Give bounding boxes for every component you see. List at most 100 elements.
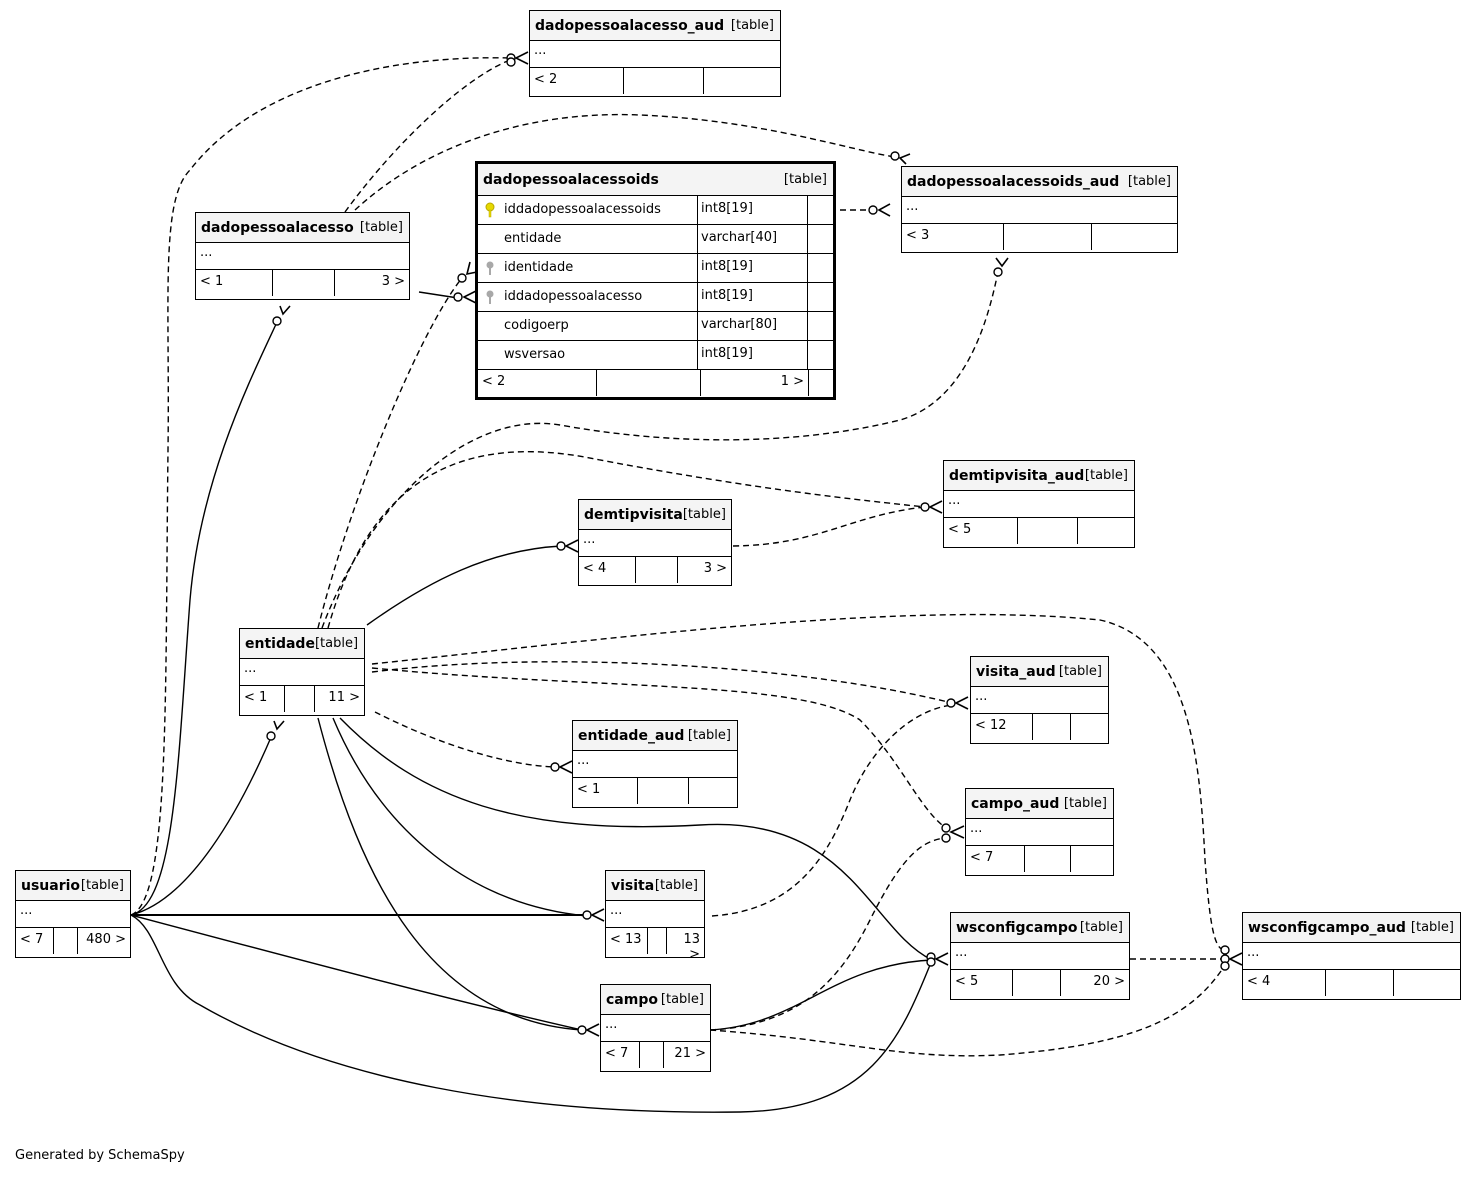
parents-count[interactable]: < 2 <box>482 374 506 389</box>
table-usuario[interactable]: usuario[table] ... < 7 480 > <box>15 870 131 958</box>
children-count[interactable]: 20 > <box>1060 970 1129 996</box>
table-header: visita[table] <box>606 871 704 901</box>
table-entidade[interactable]: entidade[table] ... < 1 11 > <box>239 628 365 716</box>
column-row[interactable]: entidade varchar[40] <box>478 225 833 254</box>
column-type: varchar[40] <box>698 225 808 253</box>
table-footer: < 2 1 > <box>478 370 809 396</box>
children-count[interactable] <box>1393 970 1460 996</box>
column-name: iddadopessoalacessoids <box>504 202 661 217</box>
column-row[interactable]: codigoerp varchar[80] <box>478 312 833 341</box>
parents-count[interactable]: < 2 <box>534 72 558 87</box>
table-campo[interactable]: campo[table] ... < 7 21 > <box>600 984 711 1072</box>
parents-count[interactable]: < 7 <box>970 850 994 865</box>
parents-count[interactable]: < 4 <box>583 561 607 576</box>
table-demtipvisita[interactable]: demtipvisita[table] ... < 4 3 > <box>578 499 732 586</box>
children-count[interactable]: 21 > <box>663 1042 710 1068</box>
table-campo_aud[interactable]: campo_aud[table] ... < 7 <box>965 788 1114 876</box>
column-row[interactable]: identidade int8[19] <box>478 254 833 283</box>
table-dadopessoalacesso_aud[interactable]: dadopessoalacesso_aud[table] ... < 2 <box>529 10 781 97</box>
edge-entidade-dadopessoalacessoids_aud <box>321 271 999 629</box>
parents-count[interactable]: < 7 <box>20 932 44 947</box>
table-visita[interactable]: visita[table] ... < 13 13 > <box>605 870 705 962</box>
table-tag: [table] <box>80 878 124 893</box>
table-name: entidade <box>245 635 315 652</box>
collapsed-columns: ... <box>196 243 409 270</box>
parents-count[interactable]: < 5 <box>955 974 979 989</box>
collapsed-columns: ... <box>1243 943 1460 970</box>
parents-count[interactable]: < 4 <box>1247 974 1271 989</box>
table-name: dadopessoalacessoids_aud <box>907 173 1120 190</box>
children-count[interactable] <box>688 778 737 804</box>
collapsed-columns: ... <box>951 943 1129 970</box>
edge-campo-wsconfigcampo_aud <box>709 964 1226 1057</box>
children-count[interactable] <box>1091 224 1177 250</box>
children-count[interactable]: 480 > <box>77 928 130 954</box>
foreign-key-icon <box>486 290 494 304</box>
table-name: demtipvisita_aud <box>949 467 1085 484</box>
children-count[interactable] <box>703 68 780 94</box>
edge-usuario-dadopessoalacesso_aud <box>130 57 511 916</box>
table-name: campo_aud <box>971 795 1060 812</box>
parents-count[interactable]: < 1 <box>244 690 268 705</box>
parents-count[interactable]: < 1 <box>577 782 601 797</box>
column-type: varchar[80] <box>698 312 808 340</box>
collapsed-columns: ... <box>16 901 130 928</box>
children-count[interactable]: 3 > <box>677 557 731 583</box>
parents-count[interactable]: < 1 <box>200 274 224 289</box>
parents-count[interactable]: < 13 <box>610 932 642 947</box>
parents-count[interactable]: < 5 <box>948 522 972 537</box>
children-count[interactable] <box>1070 714 1108 740</box>
table-header: dadopessoalacessoids_aud[table] <box>902 167 1177 197</box>
rows-count <box>1012 970 1060 996</box>
table-demtipvisita_aud[interactable]: demtipvisita_aud[table] ... < 5 <box>943 460 1135 548</box>
edge-usuario-campo <box>130 914 583 1031</box>
table-header: wsconfigcampo_aud[table] <box>1243 913 1460 943</box>
table-header: campo_aud[table] <box>966 789 1113 819</box>
table-tag: [table] <box>682 507 726 522</box>
children-count[interactable]: 1 > <box>700 370 808 396</box>
edge-demtipvisita-demtipvisita_aud <box>732 506 926 547</box>
column-name: wsversao <box>504 347 566 362</box>
column-name: identidade <box>504 260 574 275</box>
table-dadopessoalacesso[interactable]: dadopessoalacesso[table] ... < 1 3 > <box>195 212 410 300</box>
table-wsconfigcampo[interactable]: wsconfigcampo[table] ... < 5 20 > <box>950 912 1130 1000</box>
collapsed-columns: ... <box>240 659 364 686</box>
table-dadopessoalacessoids_aud[interactable]: dadopessoalacessoids_aud[table] ... < 3 <box>901 166 1178 253</box>
table-footer: < 13 13 > <box>606 928 704 962</box>
children-count[interactable] <box>1077 518 1134 544</box>
children-count[interactable]: 11 > <box>314 686 364 712</box>
children-count[interactable] <box>1070 846 1113 872</box>
table-header: dadopessoalacesso_aud [table] <box>530 11 780 41</box>
table-tag: [table] <box>730 18 774 33</box>
table-name: visita <box>611 877 655 894</box>
table-wsconfigcampo_aud[interactable]: wsconfigcampo_aud[table] ... < 4 <box>1242 912 1461 1000</box>
table-footer: < 12 <box>971 714 1108 740</box>
table-footer: < 5 20 > <box>951 970 1129 996</box>
collapsed-columns: ... <box>579 530 731 557</box>
table-tag: [table] <box>1063 796 1107 811</box>
table-footer: < 1 <box>573 778 737 804</box>
rows-count <box>1017 518 1077 544</box>
table-name: dadopessoalacesso_aud <box>535 17 725 34</box>
collapsed-columns: ... <box>966 819 1113 846</box>
parents-count[interactable]: < 7 <box>605 1046 629 1061</box>
column-row[interactable]: wsversao int8[19] <box>478 341 833 370</box>
table-tag: [table] <box>654 878 698 893</box>
parents-count[interactable]: < 12 <box>975 718 1007 733</box>
children-count[interactable]: 3 > <box>334 270 409 296</box>
table-entidade_aud[interactable]: entidade_aud[table] ... < 1 <box>572 720 738 808</box>
edge-entidade-visita_aud <box>371 661 953 704</box>
table-name: demtipvisita <box>584 506 683 523</box>
column-row[interactable]: iddadopessoalacesso int8[19] <box>478 283 833 312</box>
children-count[interactable]: 13 > <box>666 928 704 962</box>
edge-dadopessoalacesso-dadopessoalacessoids <box>418 291 459 299</box>
table-name: visita_aud <box>976 663 1056 680</box>
table-dadopessoalacessoids[interactable]: dadopessoalacessoids[table] iddadopessoa… <box>475 161 836 400</box>
table-tag: [table] <box>1410 920 1454 935</box>
table-header: campo[table] <box>601 985 710 1015</box>
parents-count[interactable]: < 3 <box>906 228 930 243</box>
table-visita_aud[interactable]: visita_aud[table] ... < 12 <box>970 656 1109 744</box>
table-header: entidade_aud[table] <box>573 721 737 751</box>
rows-count <box>53 928 77 954</box>
column-row[interactable]: iddadopessoalacessoids int8[19] <box>478 196 833 225</box>
